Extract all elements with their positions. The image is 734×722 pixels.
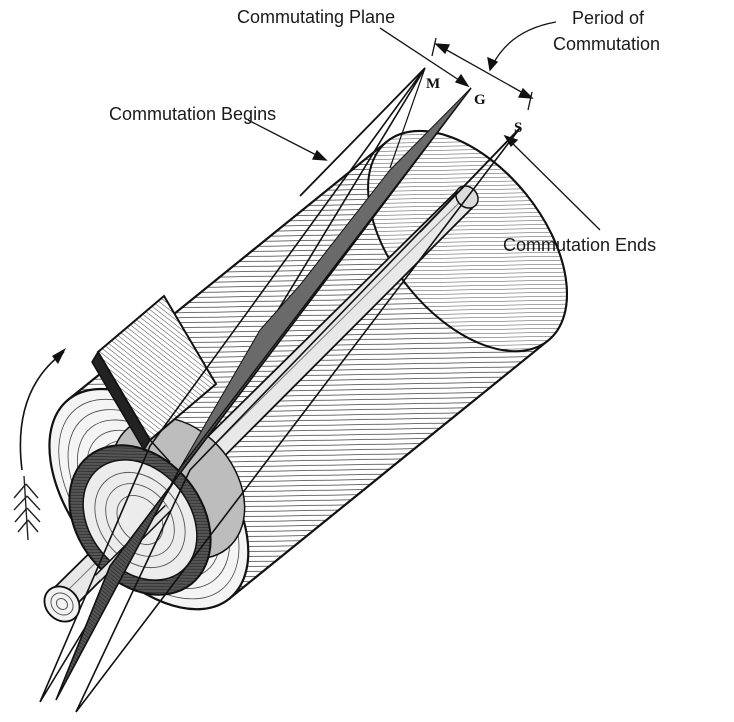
label-period-of: Period of xyxy=(572,8,645,28)
plane-letter-s: S xyxy=(514,120,522,136)
label-commutation-begins: Commutation Begins xyxy=(109,104,276,124)
label-commutation-ends: Commutation Ends xyxy=(503,235,656,255)
label-commutating-plane: Commutating Plane xyxy=(237,7,395,27)
label-commutation: Commutation xyxy=(553,34,660,54)
commutating-planes xyxy=(39,67,521,713)
plane-letter-m: M xyxy=(426,76,440,92)
brush-icon xyxy=(91,294,218,463)
curved-arrow-icon xyxy=(13,348,66,541)
plane-letter-g: G xyxy=(474,92,486,108)
callout-lines xyxy=(247,21,601,231)
